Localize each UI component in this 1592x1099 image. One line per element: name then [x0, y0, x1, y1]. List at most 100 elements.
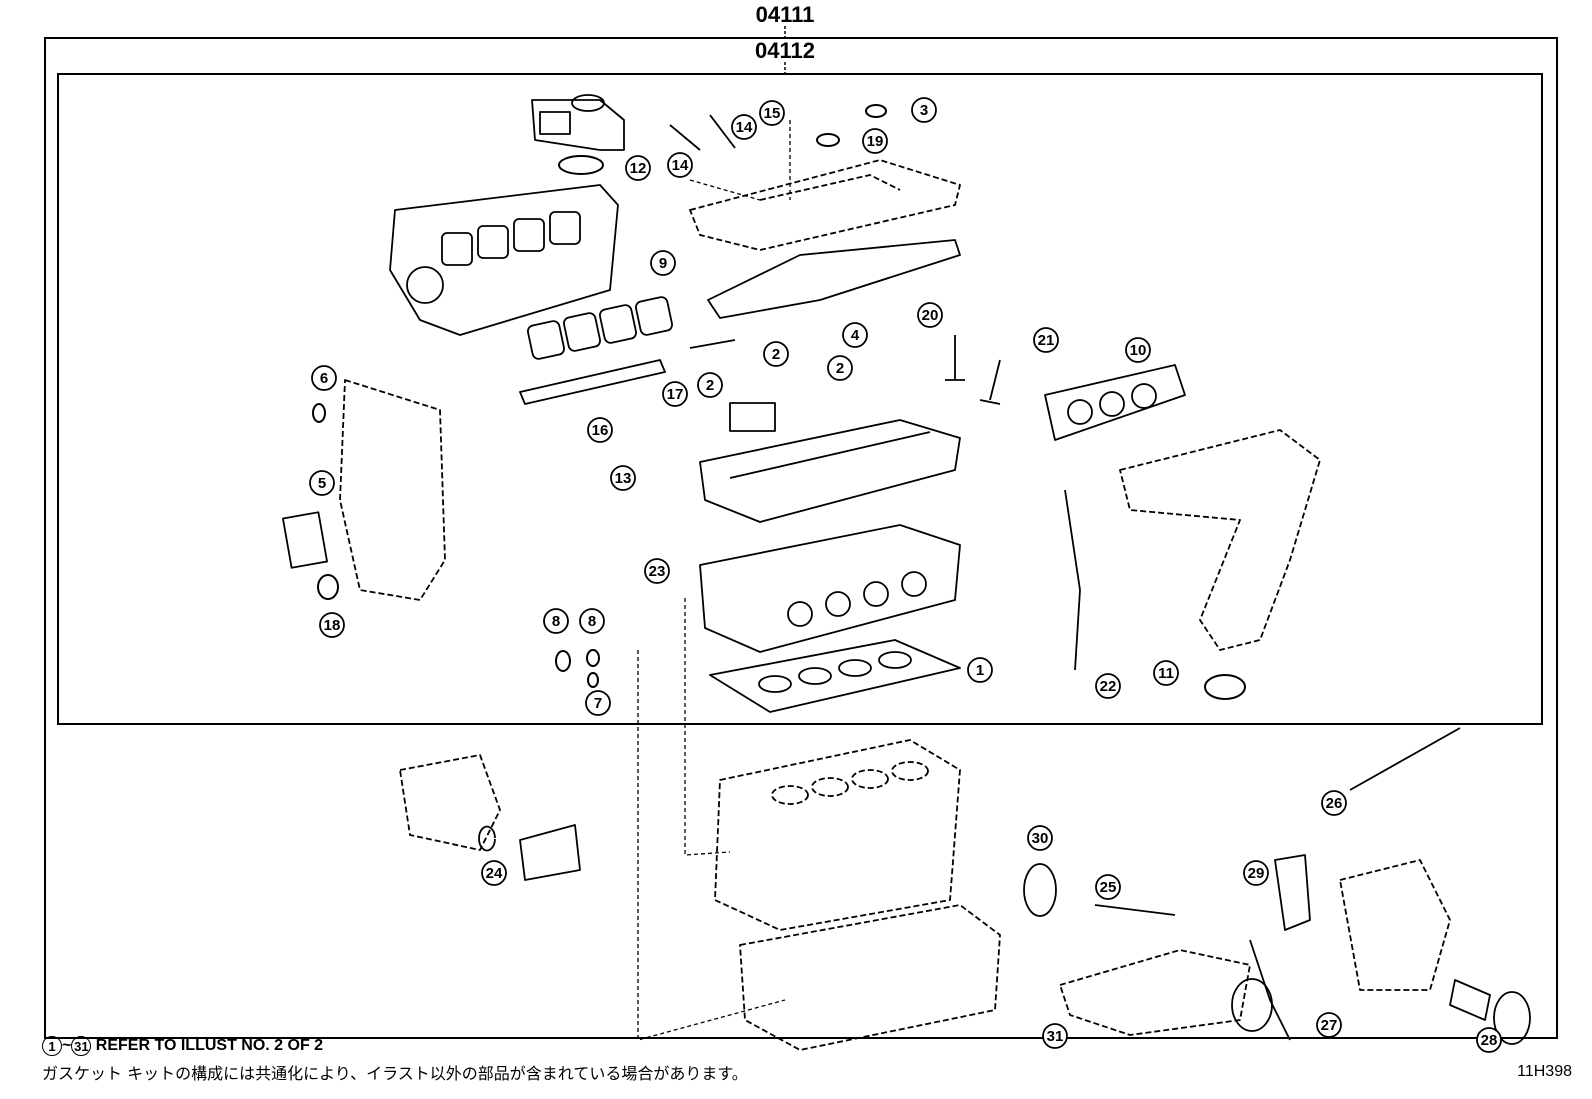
exhaust-manifold — [1119, 429, 1321, 651]
svg-text:10: 10 — [1130, 342, 1147, 359]
intake-valve — [945, 335, 965, 381]
svg-text:28: 28 — [1481, 1032, 1498, 1049]
callout-9[interactable]: 9 — [650, 250, 676, 276]
svg-text:6: 6 — [320, 370, 328, 387]
callout-29[interactable]: 29 — [1243, 860, 1269, 886]
svg-text:9: 9 — [659, 255, 667, 272]
camshaft — [519, 339, 736, 405]
cylinder-head-cover — [689, 159, 961, 251]
svg-text:2: 2 — [836, 360, 844, 377]
oil-pan-lower — [1059, 949, 1251, 1036]
svg-text:13: 13 — [615, 470, 632, 487]
callout-30[interactable]: 30 — [1027, 825, 1053, 851]
fuel-injectors — [669, 114, 736, 151]
thermostat — [1449, 979, 1491, 1021]
svg-text:23: 23 — [649, 563, 666, 580]
svg-text:18: 18 — [324, 617, 341, 634]
svg-text:21: 21 — [1038, 332, 1055, 349]
svg-text:15: 15 — [764, 105, 781, 122]
svg-text:3: 3 — [920, 102, 928, 119]
svg-text:8: 8 — [552, 613, 560, 630]
callout-19[interactable]: 19 — [862, 128, 888, 154]
svg-text:22: 22 — [1100, 678, 1117, 695]
timing-cover-gasket — [282, 511, 328, 569]
small-seal-group — [312, 104, 1246, 700]
svg-text:11: 11 — [1158, 665, 1174, 682]
outer-kit-code[interactable]: 04111 — [756, 2, 815, 27]
crank-rear-seal — [1023, 863, 1057, 917]
exhaust-manifold-gasket — [1044, 364, 1186, 441]
illustration-id: 11H398 — [1517, 1063, 1572, 1080]
callout-27[interactable]: 27 — [1316, 1012, 1342, 1038]
range-tilde: ~ — [62, 1037, 72, 1055]
callout-4[interactable]: 4 — [842, 322, 868, 348]
intake-manifold-gaskets — [527, 296, 673, 360]
callout-markers: 1 2 2 2 3 4 5 6 7 8 8 9 10 11 12 13 14 1… — [309, 97, 1502, 1053]
callout-13[interactable]: 13 — [610, 465, 636, 491]
callout-15[interactable]: 15 — [759, 100, 785, 126]
outer-kit-frame — [44, 37, 1558, 1039]
callout-11[interactable]: 11 — [1153, 660, 1179, 686]
callout-7[interactable]: 7 — [585, 690, 611, 716]
callout-3[interactable]: 3 — [911, 97, 937, 123]
inner-kit-frame — [57, 73, 1543, 725]
oil-filter-bracket — [1274, 854, 1311, 931]
crank-front-seal — [1231, 978, 1273, 1032]
exhaust-valve — [979, 359, 1001, 405]
callout-8a[interactable]: 8 — [543, 608, 569, 634]
callout-18[interactable]: 18 — [319, 612, 345, 638]
throttle-body — [531, 94, 625, 151]
svg-text:17: 17 — [667, 386, 684, 403]
svg-text:2: 2 — [706, 377, 714, 394]
inner-kit-code[interactable]: 04112 — [755, 38, 815, 63]
svg-text:5: 5 — [318, 475, 326, 492]
svg-text:29: 29 — [1248, 865, 1265, 882]
callout-6[interactable]: 6 — [311, 365, 337, 391]
leader-lines — [637, 120, 791, 1041]
refer-note: 1~31 REFER TO ILLUST NO. 2 OF 2 — [42, 1036, 323, 1056]
thermostat-housing — [1493, 991, 1531, 1045]
svg-text:7: 7 — [594, 695, 602, 712]
callout-2a[interactable]: 2 — [763, 341, 789, 367]
svg-text:8: 8 — [588, 613, 596, 630]
refer-text: REFER TO ILLUST NO. 2 OF 2 — [95, 1037, 324, 1055]
svg-text:19: 19 — [867, 133, 884, 150]
range-end-marker: 31 — [71, 1036, 92, 1056]
callout-2b[interactable]: 2 — [697, 372, 723, 398]
callout-23[interactable]: 23 — [644, 558, 670, 584]
callout-20[interactable]: 20 — [917, 302, 943, 328]
callout-14a[interactable]: 14 — [731, 114, 757, 140]
callout-5[interactable]: 5 — [309, 470, 335, 496]
callout-31[interactable]: 31 — [1042, 1023, 1068, 1049]
water-pump-body — [1339, 859, 1451, 991]
svg-text:14: 14 — [672, 157, 689, 174]
cylinder-block — [714, 739, 961, 931]
callout-16[interactable]: 16 — [587, 417, 613, 443]
callout-21[interactable]: 21 — [1033, 327, 1059, 353]
svg-text:12: 12 — [630, 160, 647, 177]
japanese-note: ガスケット キットの構成には共通化により、イラスト以外の部品が含まれている場合が… — [42, 1064, 748, 1083]
callout-25[interactable]: 25 — [1095, 874, 1121, 900]
callout-22[interactable]: 22 — [1095, 673, 1121, 699]
intake-manifold — [389, 184, 619, 336]
camshaft-housing — [699, 402, 961, 523]
svg-text:16: 16 — [592, 422, 609, 439]
callout-24[interactable]: 24 — [481, 860, 507, 886]
callout-28[interactable]: 28 — [1476, 1027, 1502, 1053]
callout-1[interactable]: 1 — [967, 657, 993, 683]
callout-12[interactable]: 12 — [625, 155, 651, 181]
cylinder-head — [699, 524, 961, 653]
callout-26[interactable]: 26 — [1321, 790, 1347, 816]
callout-14b[interactable]: 14 — [667, 152, 693, 178]
svg-text:26: 26 — [1326, 795, 1343, 812]
cylinder-head-gasket — [709, 639, 961, 713]
callout-10[interactable]: 10 — [1125, 337, 1151, 363]
callout-8b[interactable]: 8 — [579, 608, 605, 634]
svg-text:1: 1 — [976, 662, 984, 679]
svg-text:2: 2 — [772, 346, 780, 363]
timing-chain-cover[interactable] — [339, 379, 446, 601]
callout-17[interactable]: 17 — [662, 381, 688, 407]
oil-dipstick-tube — [1064, 489, 1081, 671]
callout-2c[interactable]: 2 — [827, 355, 853, 381]
svg-text:27: 27 — [1321, 1017, 1338, 1034]
